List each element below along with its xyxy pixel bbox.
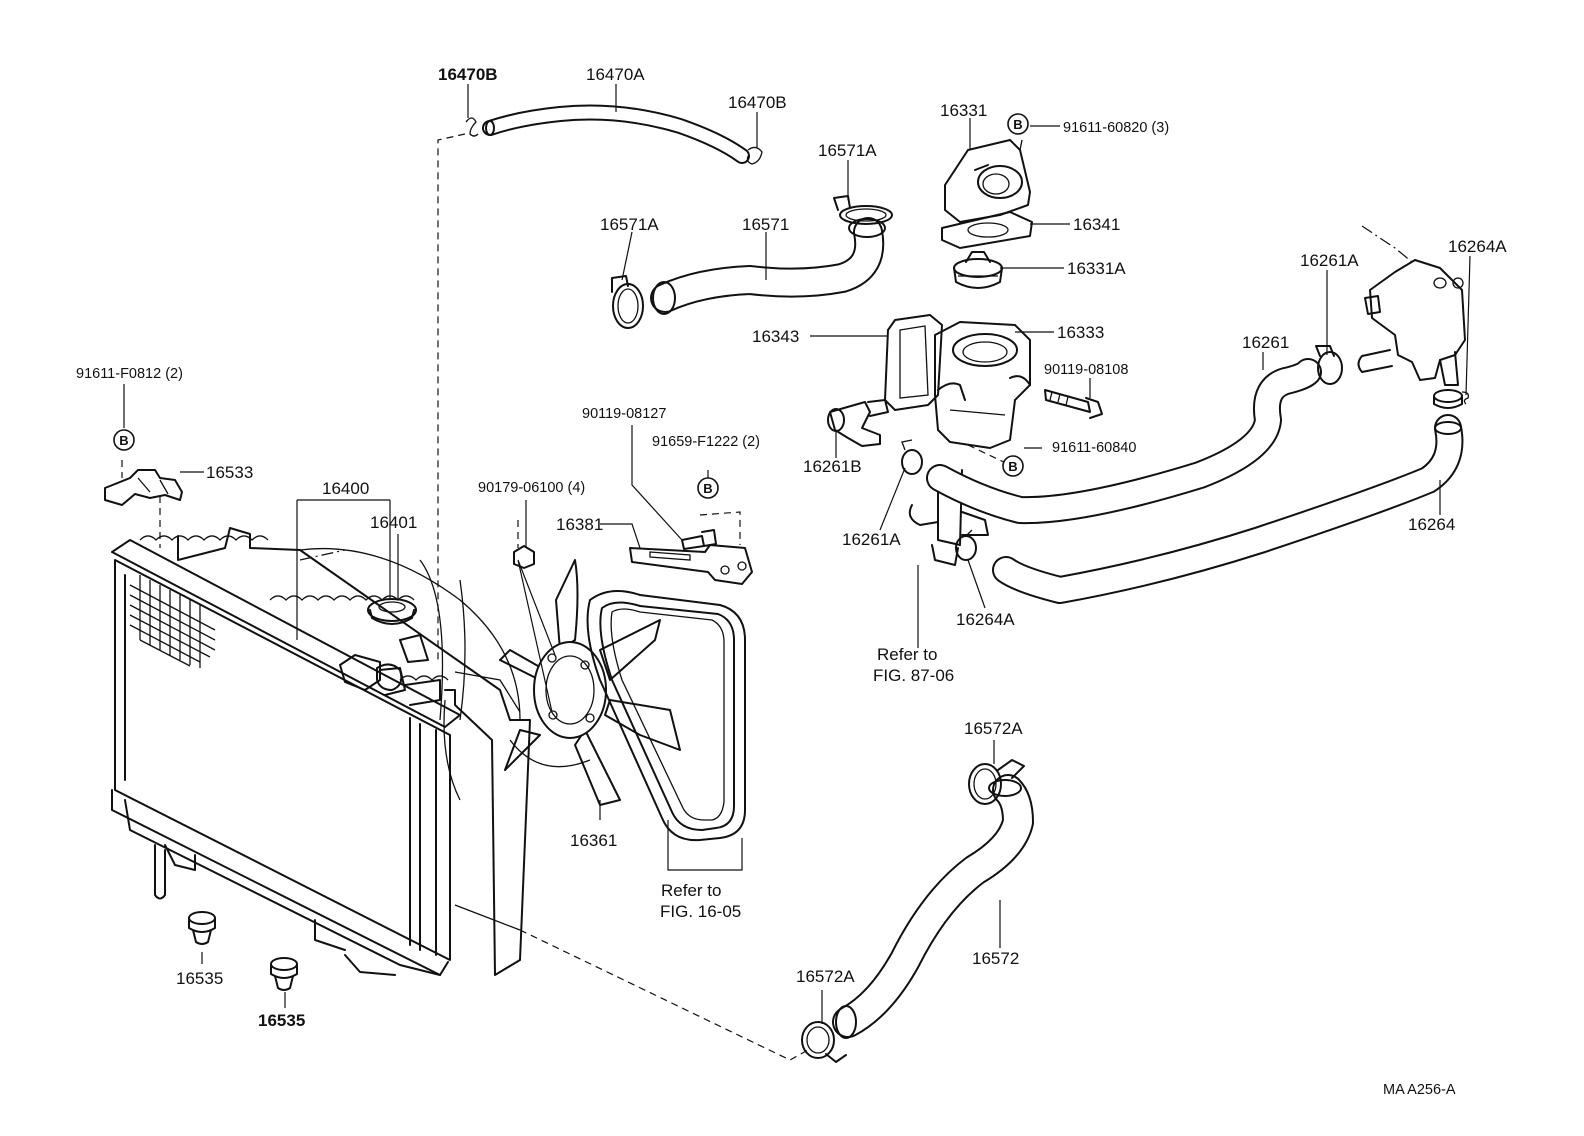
figure-code: MA A256-A (1383, 1082, 1456, 1098)
stud-bolt-90119-08108 (1044, 389, 1103, 419)
label-91611-60820: 91611-60820 (3) (1063, 120, 1169, 136)
bolt-badge-b-f1222: B (697, 477, 719, 499)
radiator-support-bracket (104, 469, 183, 506)
label-16571: 16571 (742, 215, 789, 234)
label-91611-F0812: 91611-F0812 (2) (76, 366, 183, 382)
label-16261: 16261 (1242, 333, 1289, 352)
label-16381: 16381 (556, 515, 603, 534)
hose-clamp-16571A-left (611, 275, 644, 329)
label-refer-fig-16-line2: FIG. 16-05 (660, 902, 741, 921)
radiator-grommet-1 (188, 911, 216, 945)
label-16331: 16331 (940, 101, 987, 120)
label-16361: 16361 (570, 831, 617, 850)
bolt-90119-08127 (681, 529, 717, 550)
fan-bracket-16381 (629, 544, 753, 585)
label-91659-F1222: 91659-F1222 (2) (652, 434, 760, 450)
water-inlet-housing-16333 (908, 321, 1031, 566)
bolt-badge-b-60820: B (1007, 113, 1029, 135)
radiator-grommet-2 (270, 957, 298, 991)
radiator-lower-hose-16572 (832, 774, 1034, 1039)
label-16533: 16533 (206, 463, 253, 482)
label-16343: 16343 (752, 327, 799, 346)
svg-text:B: B (1013, 117, 1022, 132)
label-16571A-top: 16571A (818, 141, 877, 160)
label-90179-06100: 90179-06100 (4) (478, 480, 585, 496)
radiator-cap (367, 598, 417, 625)
thermostat-16331A (953, 251, 1003, 289)
water-outlet-16331 (944, 139, 1031, 223)
label-16333: 16333 (1057, 323, 1104, 342)
svg-text:B: B (119, 433, 128, 448)
label-16535-top: 16535 (176, 969, 223, 988)
label-90119-08108: 90119-08108 (1044, 362, 1128, 378)
label-16572A-bottom: 16572A (796, 967, 855, 986)
union-16261B (827, 399, 889, 447)
thermostat-gasket-16343 (884, 314, 943, 411)
outlet-gasket-16341 (941, 211, 1033, 249)
label-16264A-bottom: 16264A (956, 610, 1015, 629)
bypass-hose-16470A (482, 104, 750, 164)
radiator-upper-hose-16571 (650, 217, 886, 315)
label-16261A-bottom: 16261A (842, 530, 901, 549)
water-pump-housing-fragment (1357, 259, 1466, 386)
hose-clip-16470B-right (746, 146, 763, 165)
hose-clamp-16572A-bottom (801, 1021, 847, 1063)
hose-clamp-16264A-upper (1433, 389, 1470, 409)
label-refer-fig-16-line1: Refer to (661, 881, 721, 900)
label-16470A: 16470A (586, 65, 645, 84)
hose-clamp-16571A-top (833, 195, 893, 225)
assembly-dash-lines (121, 133, 1413, 1061)
label-16571A-left: 16571A (600, 215, 659, 234)
hose-clamp-16264A-lower (955, 529, 977, 561)
label-16470B-left: 16470B (438, 65, 498, 84)
label-16341: 16341 (1073, 215, 1120, 234)
part-labels: 16470B 16470A 16470B 16571A 16571A 16571… (76, 65, 1507, 1098)
label-16572: 16572 (972, 949, 1019, 968)
hose-clamp-16261A-upper (1315, 345, 1343, 385)
label-16400: 16400 (322, 479, 369, 498)
bolt-badge-b-60840: B (1002, 455, 1024, 477)
radiator-assembly (111, 527, 531, 976)
label-16470B-right: 16470B (728, 93, 787, 112)
bolt-badge-b-f0812: B (113, 429, 135, 451)
label-16572A-top: 16572A (964, 719, 1023, 738)
label-91611-60840: 91611-60840 (1052, 440, 1136, 456)
label-16264: 16264 (1408, 515, 1455, 534)
svg-text:B: B (1008, 459, 1017, 474)
v-ribbed-belt (586, 590, 746, 842)
leader-lines (123, 84, 1471, 1024)
label-16331A: 16331A (1067, 259, 1126, 278)
label-refer-fig-87-line1: Refer to (877, 645, 937, 664)
hose-clip-16470B-left (465, 117, 479, 137)
label-refer-fig-87-line2: FIG. 87-06 (873, 666, 954, 685)
hose-clamp-16261A-lower (901, 439, 923, 475)
hose-clamp-16572A-top (968, 759, 1025, 805)
label-90119-08127: 90119-08127 (582, 406, 666, 422)
svg-text:B: B (703, 481, 712, 496)
water-hose-16264 (992, 414, 1464, 604)
label-16261A-top: 16261A (1300, 251, 1359, 270)
fan-nut-90179-06100 (513, 545, 535, 569)
label-16535-bottom: 16535 (258, 1011, 305, 1030)
label-16264A-top: 16264A (1448, 237, 1507, 256)
label-16401: 16401 (370, 513, 417, 532)
label-16261B: 16261B (803, 457, 862, 476)
water-by-pass-hose-16261 (926, 358, 1322, 525)
